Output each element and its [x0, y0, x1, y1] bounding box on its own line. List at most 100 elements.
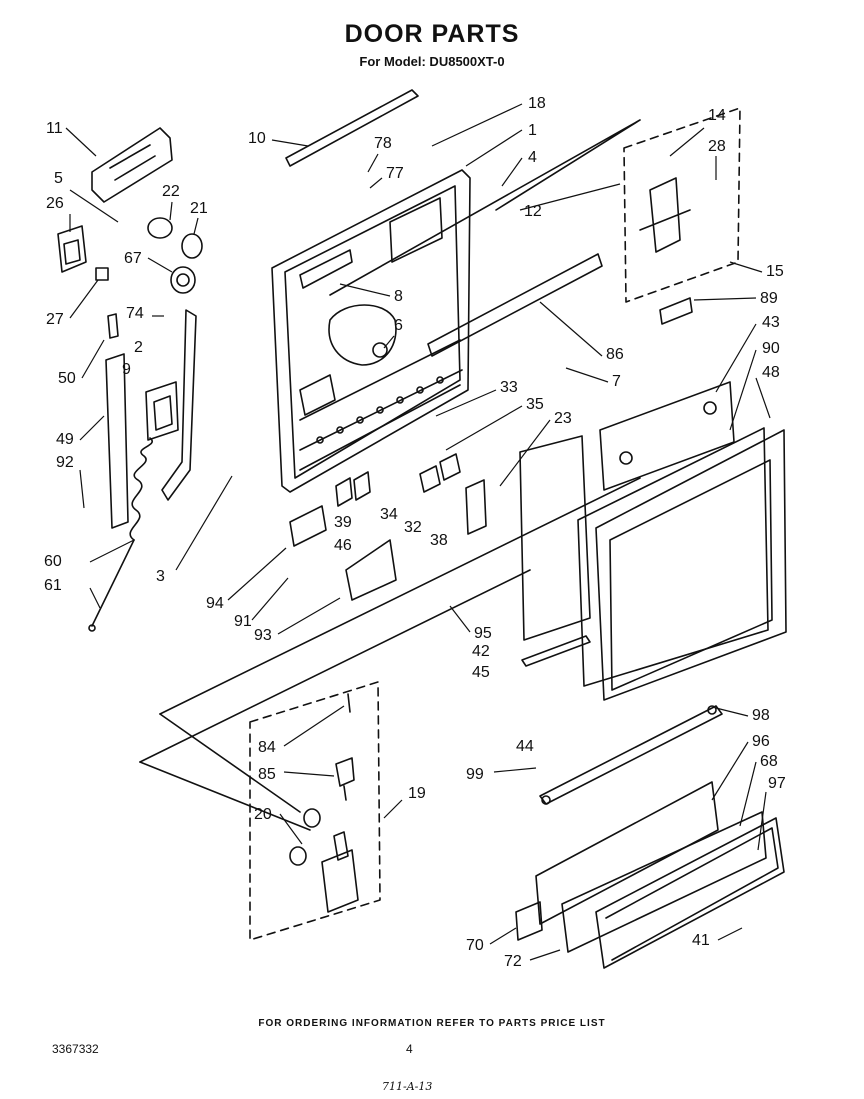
callout-32: 32	[404, 519, 422, 536]
door-cable	[91, 539, 135, 627]
callout-18: 18	[528, 95, 546, 112]
document-number: 3367332	[52, 1042, 99, 1056]
switch-85	[335, 757, 355, 801]
door-spring	[129, 437, 153, 541]
callout-41: 41	[692, 932, 710, 949]
clip-94	[289, 505, 327, 547]
outer-panel-48	[595, 429, 787, 701]
callout-33: 33	[500, 379, 518, 396]
callout-38: 38	[430, 532, 448, 549]
bottom-bracket-93	[345, 539, 397, 601]
vertical-support-49	[105, 353, 129, 529]
ordering-info-note: FOR ORDERING INFORMATION REFER TO PARTS …	[258, 1018, 606, 1029]
parts-34-32	[419, 453, 461, 493]
strip-45	[521, 635, 591, 667]
side-rail-86	[427, 253, 603, 357]
hinge-bracket	[321, 831, 359, 913]
callout-3: 3	[156, 568, 165, 585]
callout-23: 23	[554, 410, 572, 427]
door-inner-frame	[271, 169, 471, 493]
callout-85: 85	[258, 766, 276, 783]
callout-89: 89	[760, 290, 778, 307]
callout-94: 94	[206, 595, 224, 612]
callout-48: 48	[762, 364, 780, 381]
dashed-box-hinge-assembly	[249, 681, 381, 941]
callout-98: 98	[752, 707, 770, 724]
callout-42: 42	[472, 643, 490, 660]
bracket-26	[57, 225, 87, 273]
callout-70: 70	[466, 937, 484, 954]
callout-20: 20	[254, 806, 272, 823]
callout-84: 84	[258, 739, 276, 756]
toe-panel-97	[595, 817, 785, 969]
leader-lines	[65, 103, 771, 961]
callout-39: 39	[334, 514, 352, 531]
clip-27	[95, 267, 109, 281]
callout-27: 27	[46, 311, 64, 328]
callout-14: 14	[708, 107, 726, 124]
callout-91: 91	[234, 613, 252, 630]
side-hinge-arm	[161, 309, 197, 501]
callout-10: 10	[248, 130, 266, 147]
trim-panel-43	[599, 381, 735, 491]
callout-4: 4	[528, 149, 537, 166]
callout-78: 78	[374, 135, 392, 152]
latch-part-89	[659, 297, 693, 325]
handwritten-code: 711-A-13	[382, 1080, 433, 1093]
bracket-70	[515, 901, 543, 941]
toe-panel-96	[535, 781, 719, 925]
callout-19: 19	[408, 785, 426, 802]
callout-49: 49	[56, 431, 74, 448]
callout-97: 97	[768, 775, 786, 792]
callout-34: 34	[380, 506, 398, 523]
callout-28: 28	[708, 138, 726, 155]
callout-5: 5	[54, 170, 63, 187]
callout-72: 72	[504, 953, 522, 970]
callout-2: 2	[134, 339, 143, 356]
callout-60: 60	[44, 553, 62, 570]
callout-44: 44	[516, 738, 534, 755]
insulation-panel-42	[519, 435, 591, 641]
callout-90: 90	[762, 340, 780, 357]
callout-77: 77	[386, 165, 404, 182]
callout-15: 15	[766, 263, 784, 280]
callout-46: 46	[334, 537, 352, 554]
callout-92: 92	[56, 454, 74, 471]
callout-86: 86	[606, 346, 624, 363]
callout-93: 93	[254, 627, 272, 644]
latch-handle-part	[91, 127, 173, 203]
callout-26: 26	[46, 195, 64, 212]
callout-50: 50	[58, 370, 76, 387]
callout-67: 67	[124, 250, 142, 267]
callout-95: 95	[474, 625, 492, 642]
screw-50	[107, 313, 119, 339]
callout-99: 99	[466, 766, 484, 783]
callout-11: 11	[46, 120, 63, 137]
callout-61: 61	[44, 577, 62, 594]
callout-1: 1	[528, 122, 537, 139]
callout-43: 43	[762, 314, 780, 331]
callout-35: 35	[526, 396, 544, 413]
panel-90	[577, 427, 769, 687]
callout-68: 68	[760, 753, 778, 770]
dispenser-knobs	[147, 217, 203, 294]
page-number: 4	[406, 1042, 413, 1056]
callout-96: 96	[752, 733, 770, 750]
callout-74: 74	[126, 305, 144, 322]
clip-46	[335, 471, 371, 507]
top-rail-98	[539, 705, 723, 805]
callout-labels: 11 10 78 18 1 14 28 77 4 5 22 21 26 12 1…	[44, 95, 786, 970]
top-gasket-strip	[285, 89, 419, 167]
callout-9: 9	[122, 361, 131, 378]
callout-8: 8	[394, 288, 403, 305]
toe-panel-68	[561, 811, 767, 953]
page-title: DOOR PARTS	[344, 20, 520, 48]
model-subtitle: For Model: DU8500XT-0	[359, 54, 505, 69]
part-38	[465, 479, 487, 535]
callout-45: 45	[472, 664, 490, 681]
callout-22: 22	[162, 183, 180, 200]
callout-6: 6	[394, 317, 403, 334]
callout-7: 7	[612, 373, 621, 390]
